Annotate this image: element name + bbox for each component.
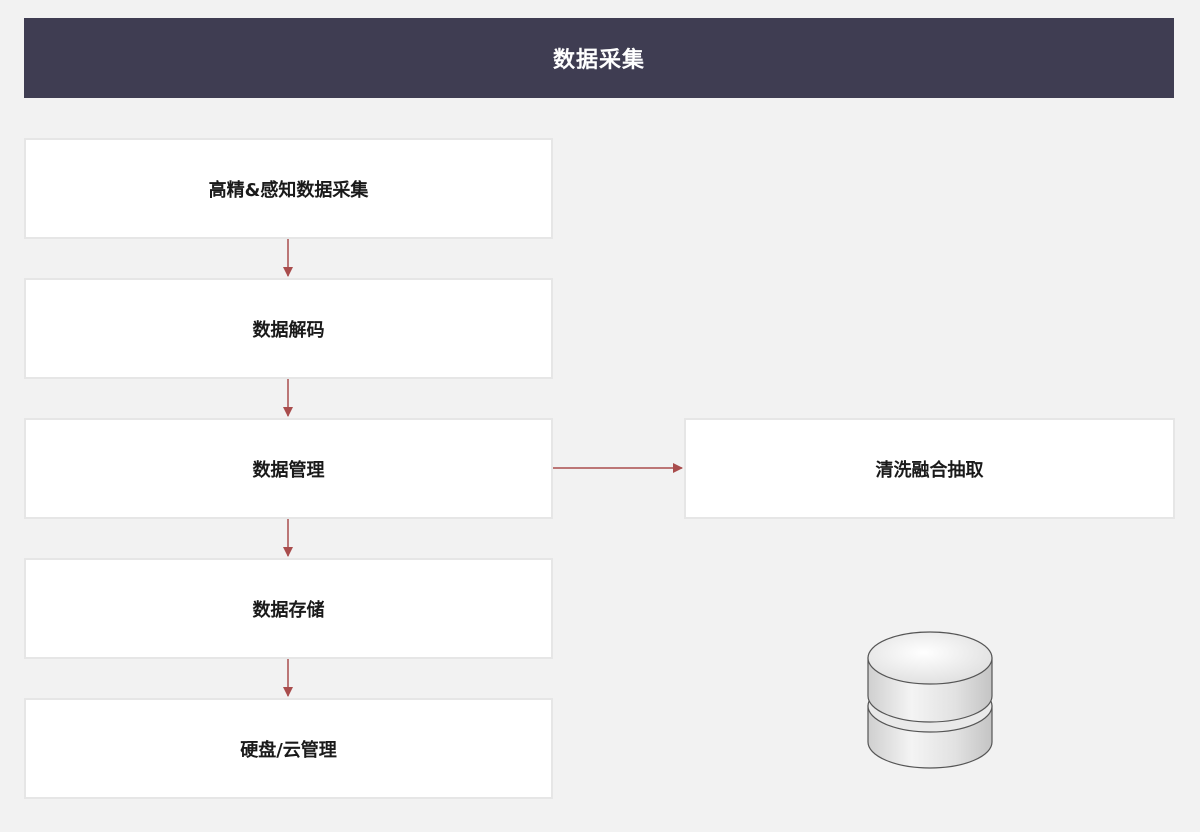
step-disk-cloud-management: 硬盘/云管理 [24, 698, 553, 799]
diagram-title-text: 数据采集 [552, 48, 645, 73]
database-icon [867, 631, 993, 769]
branch-cleaning-fusion-extraction: 清洗融合抽取 [684, 418, 1175, 519]
diagram-title: 数据采集 [24, 18, 1174, 98]
step-label: 数据管理 [252, 459, 325, 481]
step-data-management: 数据管理 [24, 418, 553, 519]
step-data-decoding: 数据解码 [24, 278, 553, 379]
step-label: 高精&感知数据采集 [208, 179, 369, 201]
step-data-collection: 高精&感知数据采集 [24, 138, 553, 239]
step-label: 硬盘/云管理 [240, 739, 337, 761]
step-data-storage: 数据存储 [24, 558, 553, 659]
branch-label: 清洗融合抽取 [875, 459, 984, 481]
step-label: 数据解码 [252, 319, 325, 341]
step-label: 数据存储 [252, 599, 325, 621]
